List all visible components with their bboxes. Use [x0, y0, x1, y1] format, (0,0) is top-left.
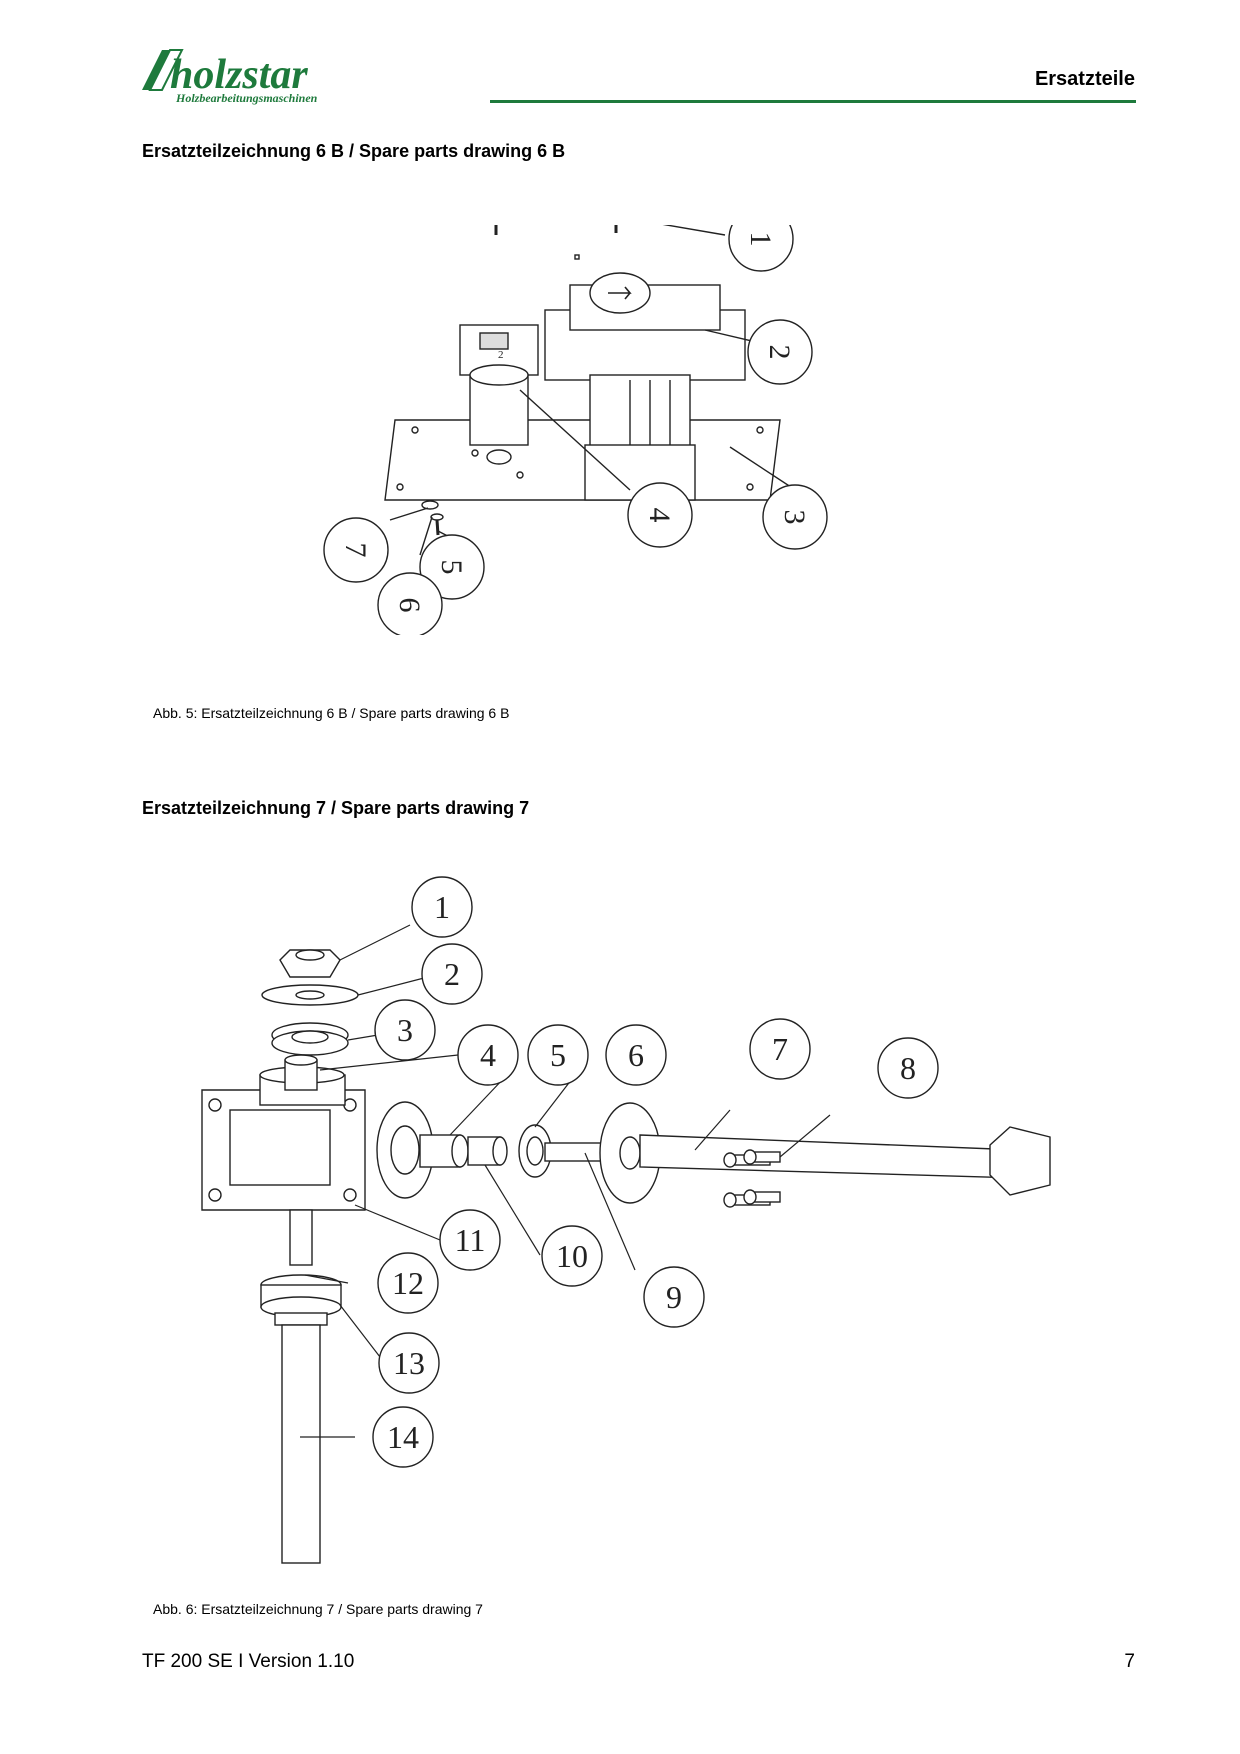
callout-7-label: 13 [393, 1345, 425, 1381]
svg-text:2: 2 [498, 349, 504, 361]
callout-7-3 [374, 999, 436, 1061]
screw-left [494, 225, 498, 235]
end-plate [989, 1126, 1051, 1196]
callout-6b-6 [377, 572, 443, 635]
callout-7-12 [377, 1252, 439, 1314]
callout-7-8 [877, 1037, 939, 1099]
drawing-7-heading: Ersatzteilzeichnung 7 / Spare parts draw… [142, 798, 530, 818]
drawing-7-caption: Abb. 6: Ersatzteilzeichnung 7 / Spare pa… [153, 1601, 483, 1617]
vertical-tube [281, 1324, 321, 1564]
callout-6b-label: 6 [393, 598, 426, 613]
callout-7-label: 14 [387, 1419, 419, 1455]
callout-7-label: 8 [900, 1050, 916, 1086]
section-title: Ersatzteile [1034, 68, 1135, 90]
callout-7-14 [372, 1406, 434, 1468]
callout-6b-2 [747, 319, 813, 385]
brand-name: holzstar [170, 52, 308, 98]
callout-6b-1 [728, 225, 794, 272]
callout-7-7 [749, 1018, 811, 1080]
callout-7-label: 5 [550, 1037, 566, 1073]
callout-6b-label: 4 [643, 508, 676, 523]
callout-7-10 [541, 1225, 603, 1287]
drawing-6b-caption: Abb. 5: Ersatzteilzeichnung 6 B / Spare … [153, 705, 510, 721]
brand-subtitle: Holzbearbeitungsmaschinen [175, 91, 318, 105]
callout-6b-label: 7 [339, 543, 372, 558]
callout-7-label: 7 [772, 1031, 788, 1067]
callout-7-label: 1 [434, 889, 450, 925]
callout-7-2 [421, 943, 483, 1005]
callout-7-6 [605, 1024, 667, 1086]
switch-body [589, 374, 691, 451]
callout-6b-label: 1 [744, 232, 777, 247]
callout-6b-4 [627, 482, 693, 548]
callout-6b-label: 2 [763, 345, 796, 360]
long-tube [639, 1134, 1021, 1179]
callout-6b-label: 3 [778, 510, 811, 525]
drawing-6b-heading: Ersatzteilzeichnung 6 B / Spare parts dr… [142, 141, 566, 161]
callout-6b-7 [323, 517, 389, 583]
brand-logo: holzstar Holzbearbeitungsmaschinen [140, 46, 420, 106]
callout-7-label: 10 [556, 1238, 588, 1274]
header-divider [490, 100, 1136, 103]
mounting-plate [384, 419, 781, 501]
callout-7-11 [439, 1209, 501, 1271]
footer-version: TF 200 SE I Version 1.10 [142, 1651, 355, 1672]
callout-7-label: 9 [666, 1279, 682, 1315]
callout-7-9 [643, 1266, 705, 1328]
drawing-6b-figure: 2 1 2 3 4 [323, 225, 828, 635]
callout-6b-5 [419, 534, 485, 600]
callout-6b-label: 5 [435, 560, 468, 575]
callout-7-label: 6 [628, 1037, 644, 1073]
callout-7-5 [527, 1024, 589, 1086]
callout-7-13 [378, 1332, 440, 1394]
capacitor [469, 374, 529, 446]
callout-7-label: 4 [480, 1037, 496, 1073]
callout-7-label: 12 [392, 1265, 424, 1301]
drawing-7-figure: 1 2 3 4 5 6 7 8 9 10 11 12 13 14 [201, 876, 1051, 1564]
callout-7-label: 11 [455, 1222, 486, 1258]
callout-7-label: 3 [397, 1012, 413, 1048]
screw-right [614, 225, 618, 233]
callout-7-label: 2 [444, 956, 460, 992]
page-number: 7 [1124, 1651, 1135, 1672]
callout-7-4 [457, 1024, 519, 1086]
hex-nut [279, 949, 341, 978]
callout-7-1 [411, 876, 473, 938]
logo-mark-icon: holzstar Holzbearbeitungsmaschinen [142, 49, 318, 105]
callout-6b-3 [762, 484, 828, 550]
